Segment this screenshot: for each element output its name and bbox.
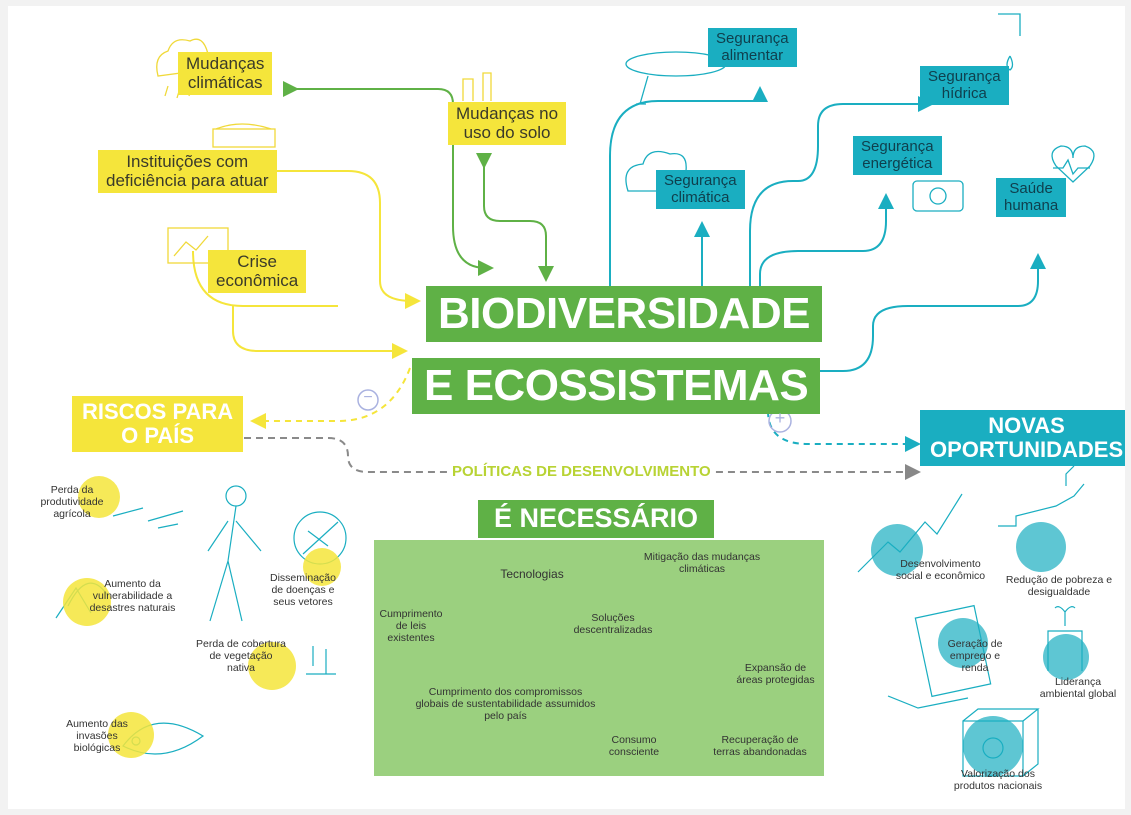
necessario-area-extension [553,626,823,776]
necessario-consumo: Consumo consciente [608,734,660,759]
necessario-tecnologias: Tecnologias [500,567,564,581]
oportunidade-emprego: Geração de emprego e renda [947,638,1003,675]
necessario-solucoes: Soluções descentralizadas [573,612,653,637]
highlight-circle [78,476,120,518]
necessario-title: É NECESSÁRIO [478,500,715,538]
highlight-circle [108,712,154,758]
oportunidade-lideranca: Liderança ambiental global [1039,676,1117,701]
necessario-compromissos: Cumprimento dos compromissos globais de … [415,686,596,723]
oportunidade-valorizacao: Valorização dos produtos nacionais [953,768,1043,793]
risco-vulnerabilidade: Aumento da vulnerabilidade a desastres n… [89,578,176,615]
necessario-mitigacao: Mitigação das mudanças climáticas [643,551,761,576]
oportunidade-desenvolvimento: Desenvolvimento social e econômico [895,558,986,583]
highlight-circle [303,548,341,586]
necessario-expansao: Expansão de áreas protegidas [736,662,815,687]
plus-sign: + [774,408,786,428]
minus-sign: − [363,389,373,406]
necessario-recuperacao: Recuperação de terras abandonadas [713,734,807,759]
center-title-line1: BIODIVERSIDADE [426,286,822,343]
politicas-label: POLÍTICAS DE DESENVOLVIMENTO [448,463,715,481]
highlight-circle [248,642,296,690]
highlight-circle [938,618,988,668]
risco-perda-produtividade: Perda da produtividade agrícola [40,484,104,521]
necessario-cumprimento-leis: Cumprimento de leis existentes [379,608,443,645]
highlight-circle [1016,522,1066,572]
highlight-circle [63,578,111,626]
highlight-circle [1043,634,1089,680]
risco-perda-cobertura: Perda de cobertura de vegetação nativa [196,638,286,675]
highlight-circle [871,524,923,576]
highlight-circle [963,716,1023,776]
center-title-line2: E ECOSSISTEMAS [412,358,821,415]
oportunidade-reducao: Redução de pobreza e desigualdade [1005,574,1113,599]
risco-disseminacao: Disseminação de doenças e seus vetores [270,572,336,609]
risco-invasoes: Aumento das invasões biológicas [66,718,128,755]
